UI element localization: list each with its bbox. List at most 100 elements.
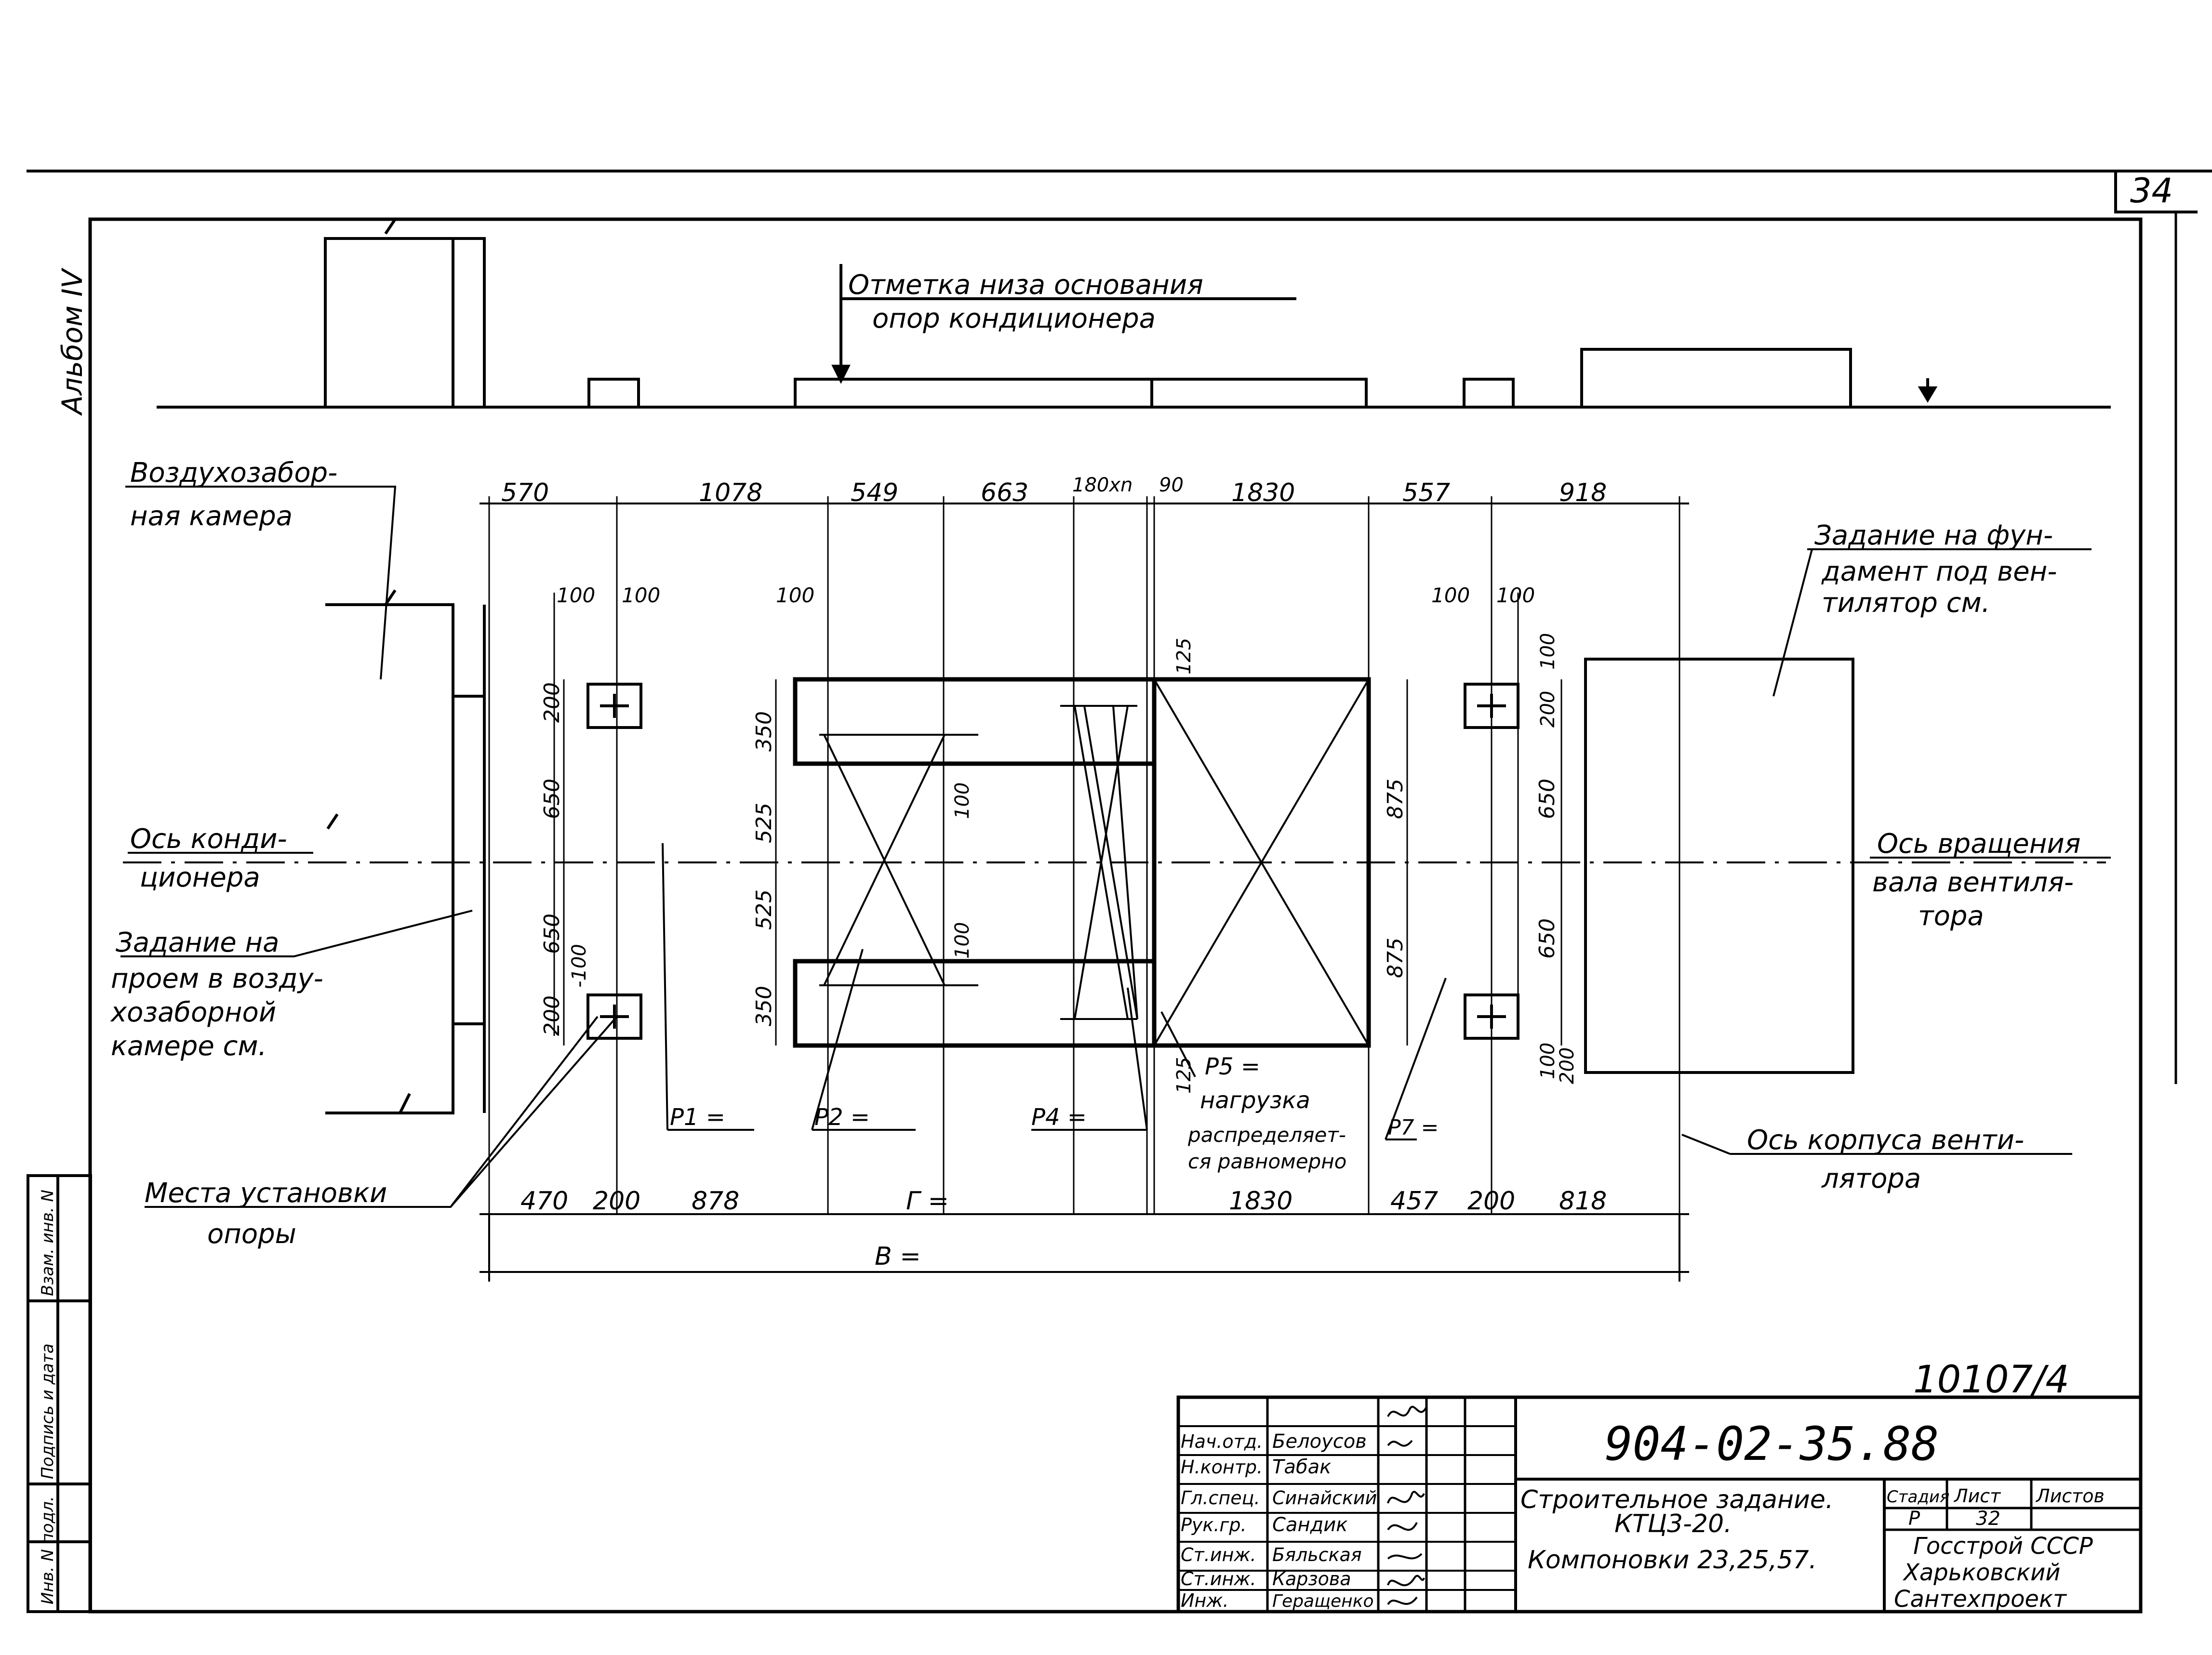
load-p1: P1 =	[670, 1104, 725, 1131]
top-dim-8: 557	[1402, 478, 1450, 507]
dim-100-c: 100	[776, 583, 814, 607]
fan-foundation-plan	[1584, 658, 1854, 1074]
name-5: Бяльская	[1272, 1544, 1362, 1565]
sheets-header: Листов	[2035, 1485, 2105, 1507]
dim-200-c: 200	[1537, 691, 1559, 728]
p5-note-2: нагрузка	[1200, 1087, 1310, 1114]
fan-foundation-note-3: тилятор см.	[1822, 587, 1990, 619]
p5-note-1: P5 =	[1205, 1053, 1260, 1080]
break-mark-2	[384, 218, 397, 235]
conditioner-axis-note-2: ционера	[140, 862, 260, 893]
sheet-header: Лист	[1953, 1485, 2001, 1507]
bottom-dim-4: Г =	[906, 1187, 949, 1216]
top-dim-2: 1078	[699, 478, 762, 507]
sheet-number-box	[2114, 171, 2198, 213]
dim-125-a: 125	[1173, 638, 1195, 675]
overall-dim: В =	[875, 1242, 921, 1271]
name-3: Синайский	[1272, 1487, 1377, 1509]
leader-air-chamber	[125, 486, 397, 680]
dim-650-c: 650	[1535, 779, 1559, 819]
name-6: Карзова	[1272, 1568, 1351, 1589]
fan-foundation-note-2: дамент под вен-	[1821, 556, 2057, 587]
unit-elevation	[794, 378, 1368, 407]
signature-3	[1387, 1491, 1425, 1504]
top-dim-1: 570	[501, 478, 549, 507]
level-arrow	[1918, 386, 1938, 403]
dim-350-b: 350	[752, 986, 776, 1026]
support-elevation-2	[1463, 378, 1515, 407]
air-chamber-note-2: ная камера	[130, 501, 293, 532]
bottom-dim-1: 470	[520, 1187, 568, 1216]
fan-foundation-note-1: Задание на фун-	[1814, 520, 2053, 551]
dim-100-i: 100	[1537, 1043, 1559, 1079]
role-2: Н.контр.	[1181, 1456, 1263, 1478]
fan-axis-note-1: Ось вращения	[1877, 828, 2080, 860]
name-2: Табак	[1272, 1456, 1331, 1478]
leader-p2	[811, 949, 916, 1131]
bottom-dim-3: 878	[692, 1187, 739, 1216]
bottom-dim-7: 200	[1467, 1187, 1515, 1216]
sign-table-names: Белоусов Табак Синайский Сандик Бяльская…	[1272, 1430, 1377, 1611]
title-block-frame	[1176, 1395, 2143, 1614]
leader-p4	[1031, 987, 1148, 1131]
role-3: Гл.спец.	[1181, 1487, 1260, 1509]
load-p4: P4 =	[1031, 1104, 1087, 1131]
dim-200-d: 200	[1556, 1047, 1578, 1084]
dim-200-a: 200	[540, 682, 564, 723]
chamber-elevation	[324, 237, 486, 407]
side-stamp-signature: Подпись и дата	[38, 1343, 57, 1479]
top-dim-3: 549	[851, 478, 898, 507]
leader-fan-foundation	[1772, 548, 2092, 697]
dim-100-b: 100	[622, 583, 660, 607]
dim-650-d: 650	[1535, 918, 1559, 959]
break-mark-3	[326, 813, 339, 830]
name-4: Сандик	[1272, 1514, 1347, 1536]
load-p7: P7 =	[1388, 1115, 1439, 1140]
opening-note-2: проем в возду-	[111, 963, 323, 994]
dim-875-a: 875	[1383, 779, 1408, 819]
bottom-dim-6: 457	[1390, 1187, 1438, 1216]
dim-875-b: 875	[1383, 938, 1408, 978]
dim-100-e: 100	[1496, 583, 1535, 607]
dim-100-h: 100	[1537, 633, 1559, 670]
leader-supports	[145, 1016, 618, 1208]
support-top-left	[586, 683, 642, 729]
album-label: Альбом IV	[56, 267, 89, 416]
dim-100-g: 100	[951, 922, 973, 959]
signature-7	[1387, 1596, 1418, 1605]
drawing-frame	[88, 217, 2143, 1614]
signature-1	[1387, 1405, 1427, 1417]
dim-100-d: 100	[1431, 583, 1470, 607]
role-7: Инж.	[1181, 1590, 1229, 1611]
dim-350-a: 350	[752, 711, 776, 752]
dim-200-b: 200	[540, 995, 564, 1036]
support-bottom-left	[586, 993, 642, 1040]
sheet-number: 34	[2130, 171, 2173, 211]
doc-code: 904-02-35.88	[1605, 1417, 1939, 1471]
stamp-note: 10107/4	[1913, 1358, 2069, 1402]
conditioner-axis-note-1: Ось конди-	[130, 823, 287, 855]
dim-650-b: 650	[540, 914, 564, 954]
dim-100-a: 100	[557, 583, 595, 607]
title-line-3: Компоновки 23,25,57.	[1528, 1546, 1817, 1575]
fan-axis-note-2: вала вентиля-	[1872, 867, 2074, 898]
support-places-note-2: опоры	[207, 1218, 296, 1250]
load-ties	[819, 705, 1137, 1020]
sign-table-roles: Нач.отд. Н.контр. Гл.спец. Рук.гр. Ст.ин…	[1181, 1431, 1263, 1611]
dim-100-f: 100	[951, 782, 973, 819]
sheet-value: 32	[1976, 1508, 2000, 1530]
top-dim-9: 918	[1559, 478, 1607, 507]
sign-table-rows	[1178, 1425, 1516, 1591]
base-mark-note-2: опор кондиционера	[872, 303, 1156, 334]
bottom-dim-5: 1830	[1229, 1187, 1293, 1216]
role-1: Нач.отд.	[1181, 1431, 1263, 1452]
top-dim-5: 180xn	[1072, 474, 1133, 496]
support-elevation-1	[587, 378, 640, 407]
leader-p1	[662, 843, 754, 1131]
dim-125-b: 125	[1173, 1057, 1195, 1094]
support-places-note-1: Места установки	[145, 1178, 387, 1209]
opening-note-1: Задание на	[116, 927, 279, 958]
bottom-dim-8: 818	[1559, 1187, 1607, 1216]
role-6: Ст.инж.	[1181, 1568, 1256, 1589]
